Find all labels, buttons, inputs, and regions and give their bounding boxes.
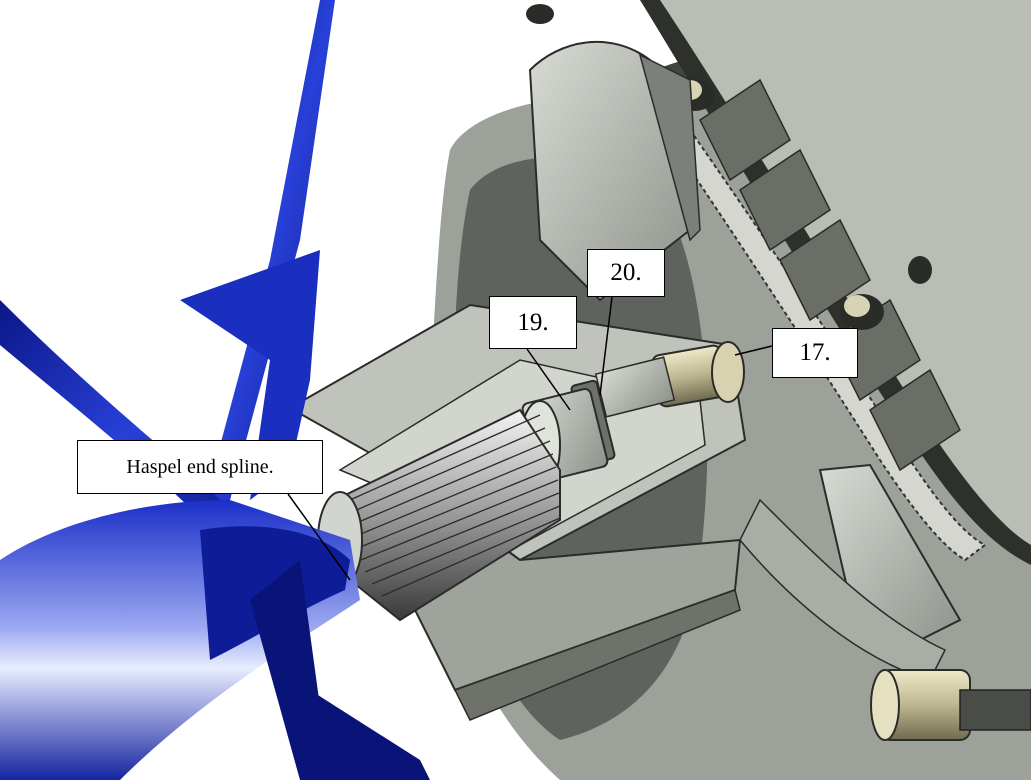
disc-fins bbox=[699, 78, 961, 472]
upright-bracket-side bbox=[638, 53, 701, 242]
callout-part-20: 20. bbox=[587, 249, 665, 297]
callout-haspel-end-spline: Haspel end spline. bbox=[77, 440, 323, 494]
callout-part-17: 17. bbox=[772, 328, 858, 378]
leader-lines bbox=[287, 296, 773, 581]
blue-blades bbox=[0, 0, 430, 780]
callout-part-19: 19. bbox=[489, 296, 577, 349]
bottom-bearing bbox=[870, 669, 1031, 741]
channel-base bbox=[453, 589, 741, 721]
